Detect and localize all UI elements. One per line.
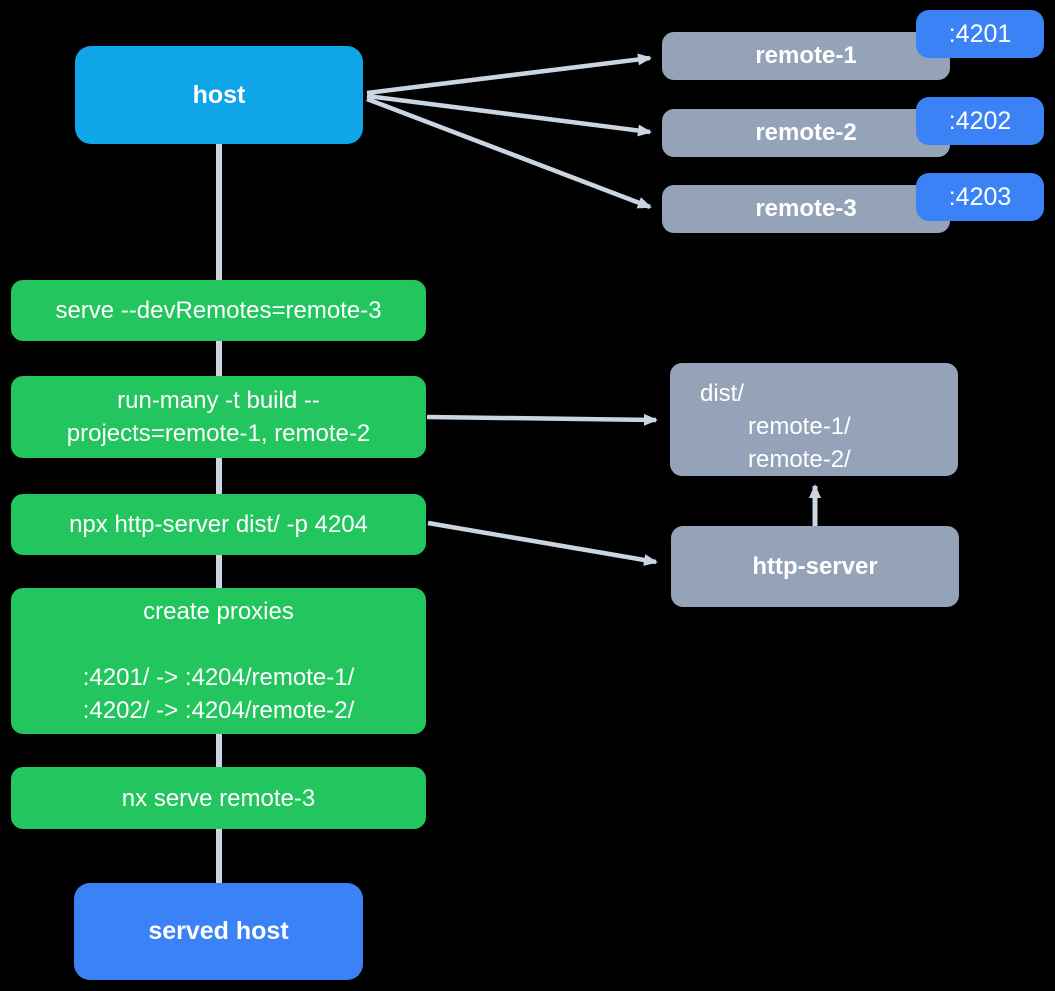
- remote-1-label: remote-1: [755, 42, 857, 69]
- port-4201-label: :4201: [948, 19, 1012, 48]
- node-http-server: http-server: [671, 526, 959, 607]
- edge-host-remote-2: [366, 93, 652, 137]
- step-create-proxies-rule-2: :4202/ -> :4204/remote-2/: [82, 697, 355, 724]
- step-nx-serve-remote-3: nx serve remote-3: [11, 767, 426, 829]
- edge-host-remote-1: [366, 53, 652, 96]
- http-server-label: http-server: [752, 552, 878, 580]
- dist-folder-remote-1: remote-1/: [748, 413, 851, 440]
- port-4203-label: :4203: [948, 182, 1012, 211]
- node-remote-3: remote-3: [662, 185, 950, 233]
- remote-3-label: remote-3: [755, 195, 857, 222]
- remote-2-label: remote-2: [755, 119, 857, 146]
- edge-runmany-trunk: [366, 96, 652, 210]
- step-serve-devremotes-line: serve --devRemotes=remote-3: [55, 297, 382, 324]
- node-served-host: served host: [74, 883, 363, 980]
- step-create-proxies-rule-1: :4201/ -> :4204/remote-1/: [82, 664, 355, 691]
- step-run-many-line-1: run-many -t build --: [117, 387, 320, 414]
- port-badge-4203: :4203: [916, 173, 1044, 221]
- port-4202-label: :4202: [948, 106, 1012, 135]
- edge-build-dist: [426, 413, 658, 426]
- node-remote-1: remote-1: [662, 32, 950, 80]
- step-serve-devremotes: serve --devRemotes=remote-3: [11, 280, 426, 341]
- dist-folder-root: dist/: [700, 380, 745, 407]
- edge-npx-http-server: [427, 520, 658, 566]
- node-remote-2: remote-2: [662, 109, 950, 157]
- step-create-proxies-title: create proxies: [143, 598, 294, 625]
- step-nx-serve-remote-3-line: nx serve remote-3: [121, 784, 316, 812]
- dist-folder-remote-2: remote-2/: [748, 446, 851, 473]
- host-label: host: [192, 80, 246, 109]
- step-npx-http-server-line: npx http-server dist/ -p 4204: [69, 511, 368, 538]
- step-create-proxies-spacer: [11, 628, 426, 661]
- step-run-many-build: run-many -t build -- projects=remote-1, …: [11, 376, 426, 458]
- node-dist-folder: dist/ remote-1/ remote-2/: [670, 363, 958, 476]
- port-badge-4202: :4202: [916, 97, 1044, 145]
- port-badge-4201: :4201: [916, 10, 1044, 58]
- served-host-label: served host: [148, 917, 289, 945]
- step-npx-http-server: npx http-server dist/ -p 4204: [11, 494, 426, 555]
- step-create-proxies: create proxies :4201/ -> :4204/remote-1/…: [11, 588, 426, 734]
- node-host: host: [75, 46, 363, 144]
- step-run-many-line-2: projects=remote-1, remote-2: [66, 420, 371, 447]
